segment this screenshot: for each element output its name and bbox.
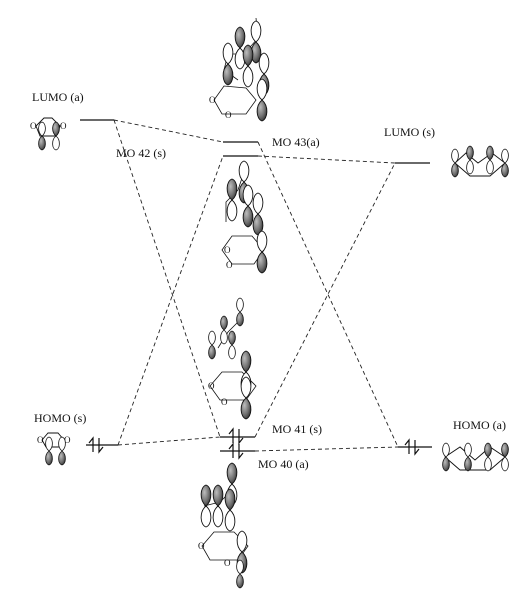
homo-a-orbital-picture xyxy=(442,442,509,472)
svg-text:O: O xyxy=(209,95,216,105)
svg-text:O: O xyxy=(224,245,231,255)
label-mo42: MO 42 (s) xyxy=(116,146,166,160)
svg-text:O: O xyxy=(37,435,44,445)
svg-text:O: O xyxy=(60,121,67,131)
correlation-lines xyxy=(113,119,399,452)
svg-text:O: O xyxy=(208,381,215,391)
svg-text:O: O xyxy=(198,541,205,551)
electron-pairs xyxy=(88,428,420,459)
svg-text:O: O xyxy=(30,121,37,131)
label-lumo-s: LUMO (s) xyxy=(384,125,435,139)
label-homo-a: HOMO (a) xyxy=(453,418,506,432)
mo41-orbital-picture: O O xyxy=(208,297,257,420)
label-mo40: MO 40 (a) xyxy=(258,457,309,471)
homo-s-orbital-picture: O O xyxy=(37,432,71,466)
lumo-a-orbital-picture: O O xyxy=(30,117,67,151)
label-mo41: MO 41 (s) xyxy=(272,422,322,436)
mo40-orbital-picture: O O xyxy=(198,462,249,589)
svg-text:O: O xyxy=(225,110,232,120)
svg-text:O: O xyxy=(64,435,71,445)
mo42-orbital-picture: O O xyxy=(221,160,268,274)
lumo-s-orbital-picture xyxy=(451,145,509,178)
label-lumo-a: LUMO (a) xyxy=(32,90,84,104)
svg-text:O: O xyxy=(226,260,233,270)
energy-levels xyxy=(80,119,432,452)
label-homo-s: HOMO (s) xyxy=(34,411,86,425)
mo43-orbital-picture: O O xyxy=(209,17,270,122)
svg-text:O: O xyxy=(221,397,228,407)
svg-text:O: O xyxy=(224,558,231,568)
label-mo43: MO 43(a) xyxy=(272,135,320,149)
